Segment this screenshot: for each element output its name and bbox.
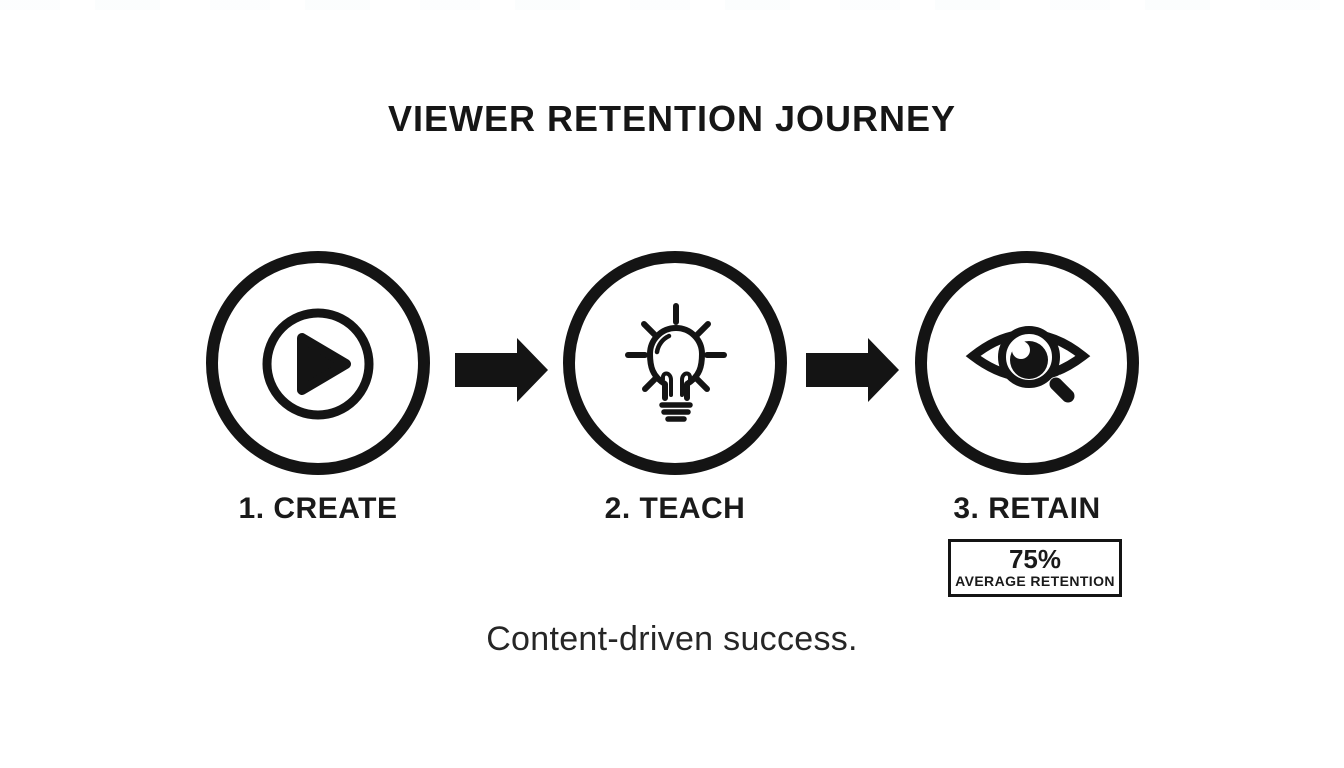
step-label-retain: 3. RETAIN: [953, 492, 1101, 525]
retention-badge: 75% AVERAGE RETENTION: [948, 539, 1122, 597]
flow-arrow-icon: [806, 338, 899, 402]
flow-arrow-icon: [455, 338, 548, 402]
top-edge-artifact: [0, 0, 1344, 10]
page-title: VIEWER RETENTION JOURNEY: [387, 98, 957, 139]
eye-magnifier-icon: [915, 251, 1139, 475]
retention-value: 75%: [1008, 544, 1062, 574]
lightbulb-icon: [563, 251, 787, 475]
step-label-create: 1. CREATE: [238, 492, 398, 525]
caption: Content-driven success.: [486, 620, 858, 658]
step-label-teach: 2. TEACH: [604, 492, 746, 525]
play-icon: [206, 251, 430, 475]
retention-label: AVERAGE RETENTION: [955, 573, 1115, 589]
